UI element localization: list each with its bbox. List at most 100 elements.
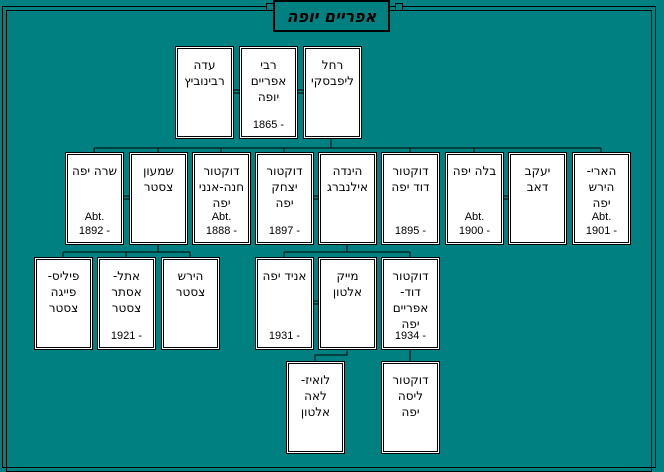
person-name: רחל ליפבסקי [306,57,359,89]
title-ornament [395,3,403,11]
person-box-yaakov[interactable]: יעקב דאב [509,153,566,244]
person-dates: 1865 - [242,118,295,132]
top-connectors [62,138,602,362]
name-line: צסטר [48,301,79,315]
person-name: הינדה אילנברג [321,163,374,195]
date-line: 1865 - [252,119,285,131]
date-line: 1892 - [78,225,111,237]
name-line: עדה [193,58,216,72]
date-line: 1934 - [394,330,427,342]
name-line: רבי [260,58,277,72]
name-line: צסטר [175,285,206,299]
name-line: שמעון [143,164,174,178]
name-line: אפריים [250,74,287,88]
name-line: פייגה [50,285,77,299]
name-line: אפריים [392,301,429,315]
person-box-ada[interactable]: עדה רבינוביץ [176,47,233,138]
name-line: אסתר [111,285,142,299]
person-dates: 1931 - [258,329,311,343]
name-line: הינדה [332,164,363,178]
name-line: הירש [588,180,615,194]
person-name: מייק אלטון [321,268,374,300]
person-dates: 1921 - [100,329,153,343]
name-line: הירש [177,269,204,283]
name-line: דוקטור [392,373,429,387]
spouse-markers [123,89,508,305]
person-name: שמעון צסטר [132,163,185,195]
person-dates: Abt. 1901 - [575,210,628,238]
name-line: אילנברג [327,180,368,194]
person-dates: 1934 - [384,329,437,343]
person-box-sara[interactable]: שרה יפה Abt. 1892 - [66,153,123,244]
name-line: רבינוביץ [184,74,225,88]
person-dates: Abt. 1900 - [448,210,501,238]
name-line: ליפבסקי [311,74,354,88]
name-line: אלטון [300,405,331,419]
date-line: 1901 - [585,225,618,237]
date-line: Abt. [84,211,105,223]
date-line: 1888 - [205,225,238,237]
name-line: יפה [275,196,294,210]
person-box-hinda[interactable]: הינדה אילנברג [319,153,376,244]
person-box-hirsch[interactable]: הירש צסטר [162,258,219,349]
name-line: דאב [526,180,549,194]
person-name: בלה יפה [448,163,501,179]
chart-title: אפריים יופה [273,0,390,32]
name-line: מייק [336,269,359,283]
name-line: דוד יפה [391,180,430,194]
date-line: Abt. [211,211,232,223]
name-line: דוקטור [266,164,303,178]
name-line: לאה [304,389,327,403]
date-line: Abt. [464,211,485,223]
person-name: יעקב דאב [511,163,564,195]
person-name: שרה יפה [68,163,121,179]
name-line: צסטר [143,180,174,194]
name-line: אניד יפה [262,269,307,283]
person-box-louise[interactable]: לואיז- לאה אלטון [287,362,344,453]
person-box-mike[interactable]: מייק אלטון [319,258,376,349]
person-box-rachel[interactable]: רחל ליפבסקי [304,47,361,138]
person-dates: 1895 - [384,224,437,238]
name-line: יעקב [524,164,551,178]
date-line: 1900 - [458,225,491,237]
person-name: דוקטור ליסה יפה [384,372,437,420]
name-line: שרה יפה [72,164,117,178]
name-line: יפה [401,405,420,419]
person-box-shimon[interactable]: שמעון צסטר [130,153,187,244]
person-dates: Abt. 1892 - [68,210,121,238]
name-line: יפה [212,196,231,210]
person-dates: 1897 - [258,224,311,238]
name-line: דוד- [400,285,421,299]
name-line: ליסה [397,389,424,403]
person-name: דוקטור דוד- אפריים יפה [384,268,437,332]
name-line: יפה [401,317,420,331]
person-name: עדה רבינוביץ [178,57,231,89]
name-line: יפה [592,196,611,210]
name-line: בלה יפה [452,164,497,178]
name-line: לואיז- [300,373,331,387]
person-box-anid[interactable]: אניד יפה 1931 - [256,258,313,349]
name-line: אתל- [112,269,141,283]
date-line: 1897 - [268,225,301,237]
name-line: אלטון [332,285,363,299]
date-line: Abt. [591,211,612,223]
person-box-bella[interactable]: בלה יפה Abt. 1900 - [446,153,503,244]
name-line: דוקטור [392,269,429,283]
person-box-lisa[interactable]: דוקטור ליסה יפה [382,362,439,453]
name-line: דוקטור [203,164,240,178]
name-line: רחל [321,58,344,72]
person-name: אניד יפה [258,268,311,284]
